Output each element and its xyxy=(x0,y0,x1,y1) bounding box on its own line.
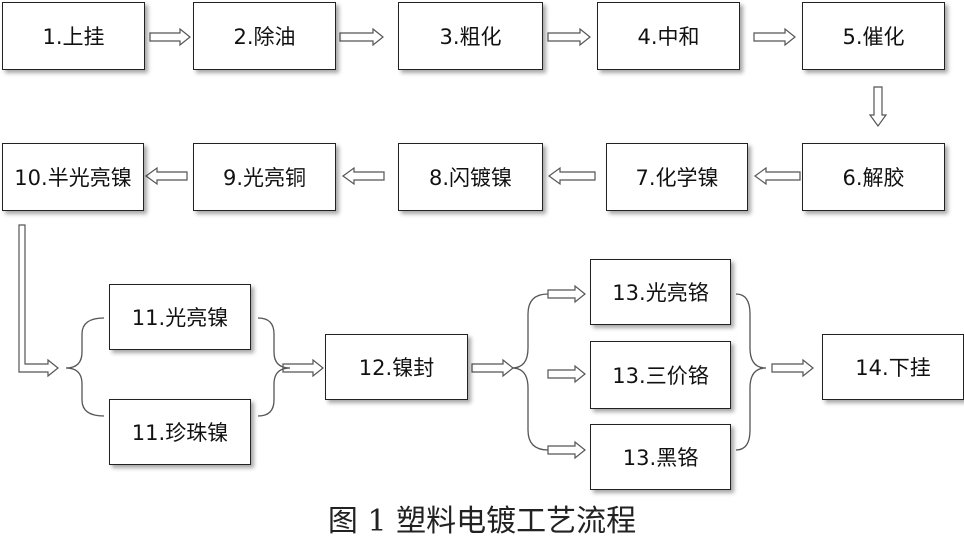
step-6-box: 6.解胶 xyxy=(802,143,945,211)
brace-11-left xyxy=(65,317,105,417)
step-8-box: 8.闪镀镍 xyxy=(398,143,543,211)
step-1-label: 1.上挂 xyxy=(42,25,105,49)
arrow-8-9 xyxy=(341,166,385,186)
arrow-11-12 xyxy=(282,358,324,378)
step-12-box: 12.镍封 xyxy=(325,334,468,400)
step-5-box: 5.催化 xyxy=(802,2,945,70)
arrow-2-3 xyxy=(339,27,384,47)
step-4-box: 4.中和 xyxy=(597,2,740,70)
step-13c-box: 13.黑铬 xyxy=(590,424,731,490)
step-10-label: 10.半光亮镍 xyxy=(14,166,132,190)
step-3-box: 3.粗化 xyxy=(398,2,543,70)
arrow-6-7 xyxy=(753,166,801,186)
step-13a-box: 13.光亮铬 xyxy=(590,259,731,325)
step-1-box: 1.上挂 xyxy=(2,2,145,70)
step-13b-box: 13.三价铬 xyxy=(590,341,731,409)
step-9-box: 9.光亮铜 xyxy=(193,143,336,211)
step-11a-box: 11.光亮镍 xyxy=(109,284,251,350)
arrow-4-5 xyxy=(753,27,796,47)
step-2-box: 2.除油 xyxy=(193,2,336,70)
step-10-box: 10.半光亮镍 xyxy=(2,143,144,211)
brace-13-left xyxy=(511,293,549,451)
arrow-13-14 xyxy=(771,358,814,378)
step-14-label: 14.下挂 xyxy=(855,356,931,380)
step-13a-label: 13.光亮铬 xyxy=(612,281,709,305)
step-2-label: 2.除油 xyxy=(233,25,296,49)
step-13c-label: 13.黑铬 xyxy=(622,446,699,470)
step-12-label: 12.镍封 xyxy=(358,356,435,380)
arrow-5-6 xyxy=(868,86,888,128)
arrow-to-13c xyxy=(547,440,586,460)
arrow-7-8 xyxy=(547,166,596,186)
step-6-label: 6.解胶 xyxy=(842,166,905,190)
step-13b-label: 13.三价铬 xyxy=(612,364,709,388)
brace-11-right xyxy=(257,317,291,417)
arrow-9-10 xyxy=(144,166,188,186)
brace-13-right xyxy=(735,293,767,451)
step-5-label: 5.催化 xyxy=(842,25,905,49)
arrow-to-13b xyxy=(547,364,586,384)
step-11b-box: 11.珍珠镍 xyxy=(109,399,251,465)
step-14-box: 14.下挂 xyxy=(822,334,964,400)
arrow-10-11 xyxy=(18,224,59,378)
step-4-label: 4.中和 xyxy=(637,25,700,49)
arrow-3-4 xyxy=(547,27,591,47)
figure-caption: 图 1 塑料电镀工艺流程 xyxy=(327,504,637,539)
step-7-label: 7.化学镍 xyxy=(635,166,719,190)
step-7-box: 7.化学镍 xyxy=(606,143,748,211)
arrow-to-13a xyxy=(547,284,586,304)
arrow-1-2 xyxy=(149,27,191,47)
arrow-12-13 xyxy=(471,358,514,378)
step-9-label: 9.光亮铜 xyxy=(222,166,307,190)
step-11b-label: 11.珍珠镍 xyxy=(131,421,229,445)
step-3-label: 3.粗化 xyxy=(439,25,502,49)
step-8-label: 8.闪镀镍 xyxy=(428,166,513,190)
step-11a-label: 11.光亮镍 xyxy=(131,306,229,330)
